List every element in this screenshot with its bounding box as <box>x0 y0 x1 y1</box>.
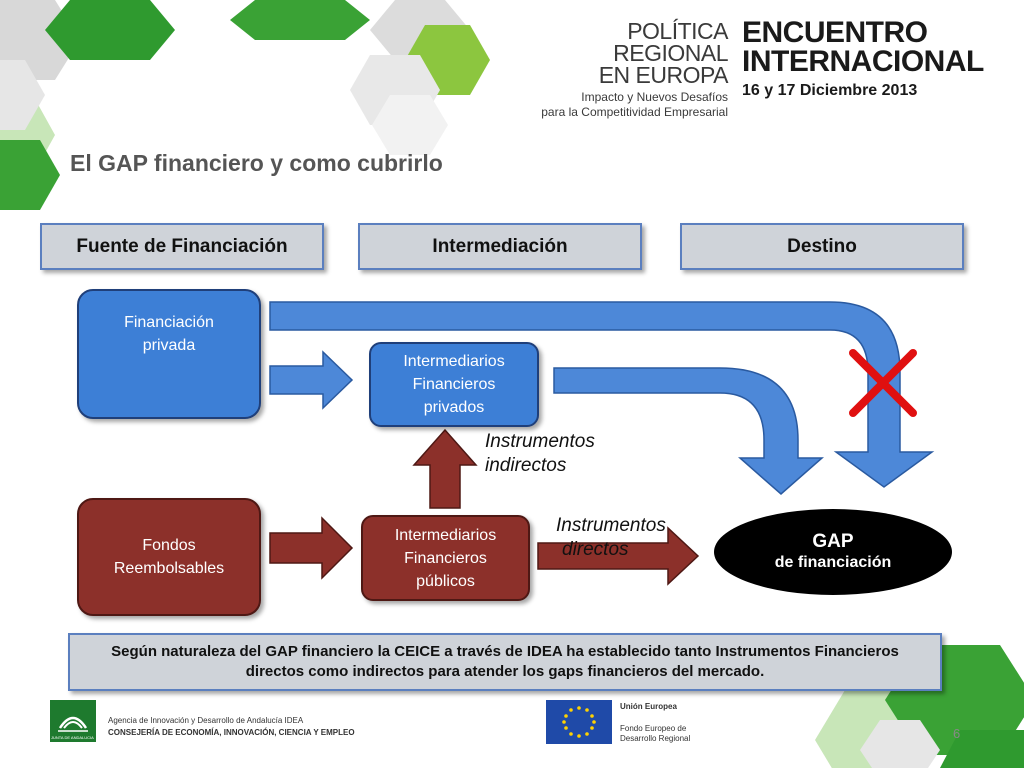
event-subtitle-1: Impacto y Nuevos Desafíos <box>581 90 728 104</box>
hexagon-decoration-top-middle <box>230 0 490 155</box>
agency-name: Agencia de Innovación y Desarrollo de An… <box>108 716 304 725</box>
encuentro-line-1: ENCUENTRO <box>742 16 928 49</box>
node-fondos-reembolsables-label: Fondos Reembolsables <box>113 537 225 577</box>
label-instrumentos-directos: Instrumentos directos <box>556 514 666 562</box>
gap-sublabel: de financiación <box>774 554 892 571</box>
arrow-privada-to-intermediarios <box>269 350 354 410</box>
slide-title: El GAP financiero y como cubrirlo <box>70 150 443 176</box>
eu-title: Unión Europea <box>620 702 677 711</box>
header-intermediacion: Intermediación <box>358 223 642 270</box>
node-fondos-reembolsables: Fondos Reembolsables <box>77 498 261 616</box>
event-subtitle-2: para la Competitividad Empresarial <box>541 105 728 119</box>
node-financiacion-privada: Financiación privada <box>77 289 261 419</box>
gap-label: GAP <box>812 531 854 552</box>
cross-icon <box>849 349 917 417</box>
arrow-fondos-to-publicos <box>269 516 354 580</box>
event-date: 16 y 17 Diciembre 2013 <box>742 82 918 99</box>
label-instrumentos-directos-1: Instrumentos <box>556 515 666 536</box>
junta-logo-text: JUNTA DE ANDALUCIA <box>51 735 94 740</box>
explanation-note: Según naturaleza del GAP financiero la C… <box>68 633 942 691</box>
arrow-publicos-to-gap <box>537 526 700 586</box>
node-intermediarios-publicos: Intermediarios Financieros públicos <box>361 515 530 601</box>
politica-line-2: EN EUROPA <box>598 62 729 88</box>
arrow-intermediarios-to-gap <box>553 367 824 495</box>
node-gap-financiacion: GAP de financiación <box>714 509 952 595</box>
header-fuente-financiacion: Fuente de Financiación <box>40 223 324 270</box>
junta-andalucia-logo <box>50 700 96 742</box>
encuentro-line-2: INTERNACIONAL <box>742 45 984 78</box>
politica-line-1: POLÍTICA REGIONAL <box>613 18 728 66</box>
eu-fund-line-1: Fondo Europeo de <box>620 724 687 733</box>
event-branding-politica: POLÍTICA REGIONAL EN EUROPA Impacto y Nu… <box>516 20 728 120</box>
consejeria-name: CONSEJERÍA DE ECONOMÍA, INNOVACIÓN, CIEN… <box>108 728 355 737</box>
eu-logo-text: Unión Europea Fondo Europeo de Desarroll… <box>620 702 690 744</box>
explanation-note-text: Según naturaleza del GAP financiero la C… <box>111 643 899 680</box>
arrow-privada-to-gap <box>269 301 935 488</box>
label-instrumentos-indirectos: Instrumentos indirectos <box>485 430 595 478</box>
arrow-publicos-to-privados <box>412 428 478 509</box>
page-number: 6 <box>953 726 961 741</box>
label-instrumentos-directos-2: directos <box>562 539 629 560</box>
header-destino: Destino <box>680 223 964 270</box>
event-branding-encuentro: ENCUENTRO INTERNACIONAL 16 y 17 Diciembr… <box>742 18 984 100</box>
node-financiacion-privada-label: Financiación privada <box>124 314 214 354</box>
label-instrumentos-indirectos-2: indirectos <box>485 455 567 476</box>
node-intermediarios-privados: Intermediarios Financieros privados <box>369 342 539 427</box>
node-intermediarios-publicos-label: Intermediarios Financieros públicos <box>394 526 497 590</box>
eu-fund-line-2: Desarrollo Regional <box>620 734 691 743</box>
eu-flag-logo <box>546 700 612 744</box>
label-instrumentos-indirectos-1: Instrumentos <box>485 431 595 452</box>
hexagon-decoration-top-left <box>0 0 175 210</box>
node-intermediarios-privados-label: Intermediarios Financieros privados <box>403 353 505 416</box>
